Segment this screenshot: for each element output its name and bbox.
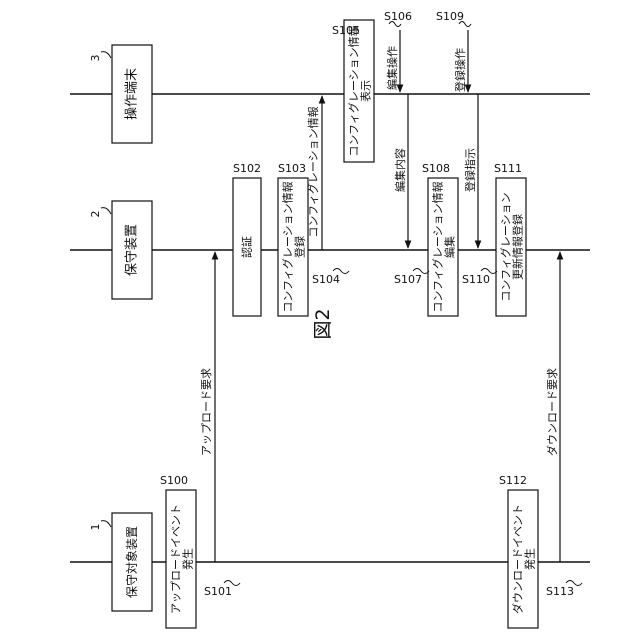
step-s111: コンフィグレーション 更新情報登録 — [496, 178, 526, 316]
lifeline-label: 保守対象装置 — [125, 526, 139, 598]
step-id: S108 — [422, 162, 450, 175]
message-label: ダウンロード要求 — [545, 368, 559, 456]
step-text: コンフィグレーション情報 — [431, 181, 445, 312]
message-label: アップロード要求 — [200, 368, 213, 456]
step-s100: アップロードイベント 発生 — [166, 490, 196, 628]
step-text: コンフィグレーション情報 — [281, 181, 295, 312]
lifeline-number: 3 — [89, 55, 102, 62]
message-label: コンフィグレーション情報 — [306, 106, 320, 237]
step-text: 認証 — [240, 236, 254, 258]
message-id: S104 — [312, 273, 340, 286]
message-id: S109 — [436, 10, 464, 23]
message-id: S101 — [204, 585, 232, 598]
step-text: ダウンロードイベント — [511, 504, 525, 614]
step-s108: コンフィグレーション情報 編集 — [428, 178, 458, 316]
step-text: 表示 — [359, 80, 373, 102]
lifeline-number: 1 — [89, 524, 102, 531]
message-label: 登録操作 — [453, 48, 467, 92]
step-text: 登録 — [293, 236, 307, 258]
message-id: S110 — [462, 273, 490, 286]
step-id: S102 — [233, 162, 261, 175]
step-s105: コンフィグレーション情報 表示 — [344, 20, 374, 162]
message-id: S107 — [394, 273, 422, 286]
step-s103: コンフィグレーション情報 登録 — [278, 178, 308, 316]
step-id: S103 — [278, 162, 306, 175]
lifeline-number: 2 — [89, 211, 102, 218]
step-id: S105 — [332, 24, 360, 37]
message-id: S106 — [384, 10, 412, 23]
lifeline-label: 保守装置 — [125, 224, 140, 276]
message-label: 登録指示 — [463, 148, 477, 192]
step-text: 編集 — [443, 236, 457, 258]
step-text: 更新情報登録 — [511, 214, 525, 280]
step-id: S100 — [160, 474, 188, 487]
lifeline-header-operation-terminal: 操作端末 — [112, 45, 152, 143]
step-text: コンフィグレーション — [499, 192, 513, 301]
step-s102: 認証 — [233, 178, 261, 316]
lifeline-header-maintenance-device: 保守装置 — [112, 201, 152, 299]
leader-line — [101, 208, 111, 214]
lifeline-label: 操作端末 — [124, 68, 140, 120]
step-id: S112 — [499, 474, 527, 487]
message-label: 編集内容 — [393, 148, 407, 192]
step-id: S111 — [494, 162, 522, 175]
step-text: コンフィグレーション情報 — [347, 25, 361, 156]
step-text: 発生 — [523, 548, 537, 570]
leader-line — [101, 521, 111, 527]
lifeline-header-maintained-device: 保守対象装置 — [112, 513, 152, 611]
leader-line — [459, 22, 471, 27]
leader-line — [101, 52, 111, 58]
step-text: 発生 — [181, 548, 195, 570]
message-label: 編集操作 — [385, 46, 399, 90]
figure-title: 図2 — [312, 308, 334, 339]
step-s112: ダウンロードイベント 発生 — [508, 490, 538, 628]
message-id: S113 — [546, 585, 574, 598]
